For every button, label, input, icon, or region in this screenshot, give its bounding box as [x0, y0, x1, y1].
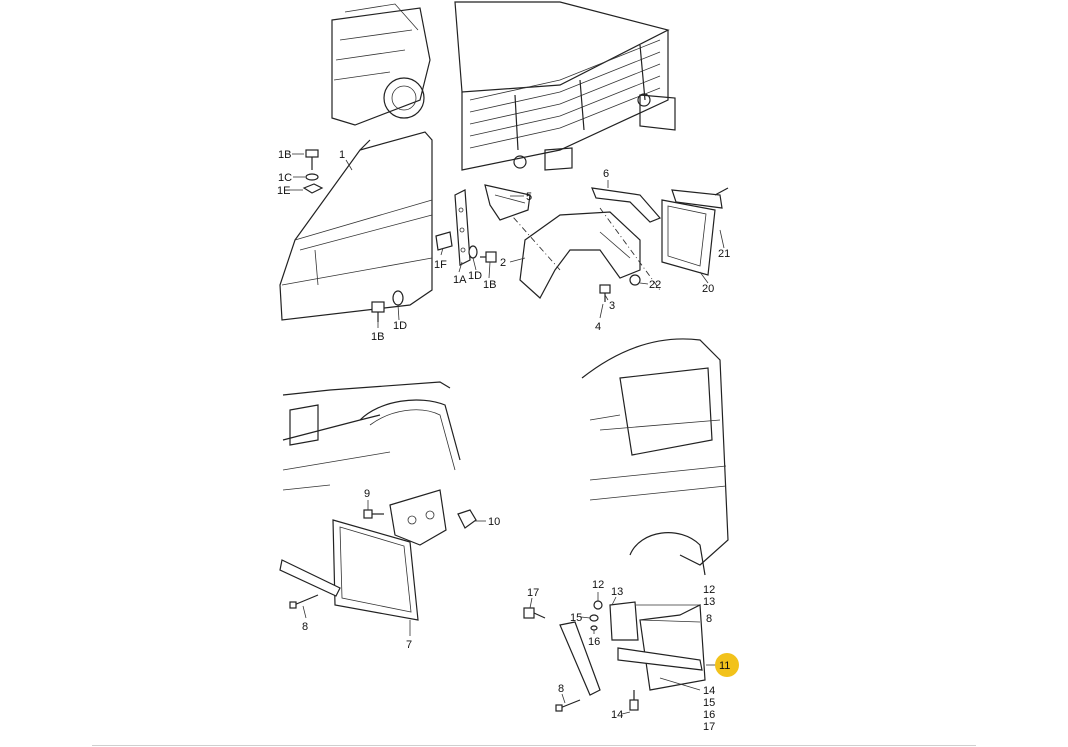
cab-front-illustration [331, 3, 431, 126]
callout-label: 22 [649, 279, 661, 291]
callout-label: 1B [371, 331, 384, 343]
callout-label: 1B [278, 149, 291, 161]
strip-8-left [279, 559, 341, 597]
washer-15-16 [589, 614, 599, 631]
callout-label: 8 [302, 621, 308, 633]
trim-6 [591, 187, 662, 223]
clip-1f [435, 231, 453, 251]
callout-label: 14 [611, 709, 623, 721]
fastener-1b [305, 149, 319, 170]
nut-10 [457, 509, 477, 529]
callout-label: 8 [558, 683, 564, 695]
washer-12 [593, 600, 603, 610]
callout-label: 15 [570, 612, 582, 624]
screw-8-bottom [555, 699, 581, 712]
hotspot-marker[interactable] [715, 653, 739, 677]
bracket-5 [484, 184, 531, 221]
mudflap-top [661, 187, 729, 276]
rear-body-left [282, 381, 461, 491]
hotspot-label[interactable]: 11 [719, 660, 730, 672]
bolt-3 [599, 284, 611, 302]
callout-label: 17 [703, 721, 715, 733]
van-rear-body [581, 338, 729, 576]
screw-8-left [289, 594, 319, 609]
callout-label: 20 [702, 283, 714, 295]
callout-label: 13 [703, 596, 715, 608]
bolt-17 [523, 607, 546, 619]
wheel-housing-part [504, 207, 661, 299]
callout-label: 8 [706, 613, 712, 625]
bracket-plate [389, 489, 447, 546]
callout-label: 17 [527, 587, 539, 599]
callout-label: 5 [526, 191, 532, 203]
callout-label: 21 [718, 248, 730, 260]
bracket-arm [559, 621, 601, 696]
callout-label: 1D [393, 320, 407, 332]
callout-label: 3 [609, 300, 615, 312]
callout-label: 1E [277, 185, 290, 197]
nut-22 [629, 274, 641, 286]
hotspot-11[interactable]: 11 [715, 653, 739, 677]
washer-1d-top [468, 245, 478, 259]
callout-label: 1 [339, 149, 345, 161]
callout-labels-bottom-right: 17 12 13 15 16 8 14 12 13 8 14 15 16 17 [527, 579, 715, 733]
callout-leaders [289, 153, 725, 715]
bolt-9 [363, 509, 384, 519]
callout-label: 1F [434, 259, 447, 271]
front-fender-part [279, 131, 433, 321]
callout-label: 4 [595, 321, 601, 333]
callout-labels-top: 1 1B 1C 1E 1F 1A 1D 1B 1B 1D 5 2 6 3 4 2… [277, 149, 730, 343]
callout-label: 12 [592, 579, 604, 591]
callout-label: 16 [588, 636, 600, 648]
callout-label: 15 [703, 697, 715, 709]
footer-divider [92, 745, 976, 746]
mudflap-7 [332, 519, 419, 621]
callout-label: 14 [703, 685, 715, 697]
washer-1c [305, 173, 319, 181]
mudflap-11 [609, 601, 706, 691]
callout-label: 1C [278, 172, 292, 184]
callout-label: 12 [703, 584, 715, 596]
bolt-1b-bottom [371, 290, 404, 322]
callout-label: 1B [483, 279, 496, 291]
pickup-bed-illustration [454, 1, 676, 171]
callout-label: 1A [453, 274, 467, 286]
callout-label: 2 [500, 257, 506, 269]
callout-label: 6 [603, 168, 609, 180]
callout-label: 1D [468, 270, 482, 282]
bolt-14 [629, 690, 639, 711]
callout-label: 7 [406, 639, 412, 651]
nut-1e [302, 183, 324, 194]
callout-label: 16 [703, 709, 715, 721]
callout-label: 9 [364, 488, 370, 500]
bolt-1b-right [480, 251, 497, 263]
bracket-1a [454, 189, 471, 266]
callout-labels-bottom-left: 9 10 8 7 [302, 488, 500, 651]
callout-label: 10 [488, 516, 500, 528]
callout-label: 13 [611, 586, 623, 598]
